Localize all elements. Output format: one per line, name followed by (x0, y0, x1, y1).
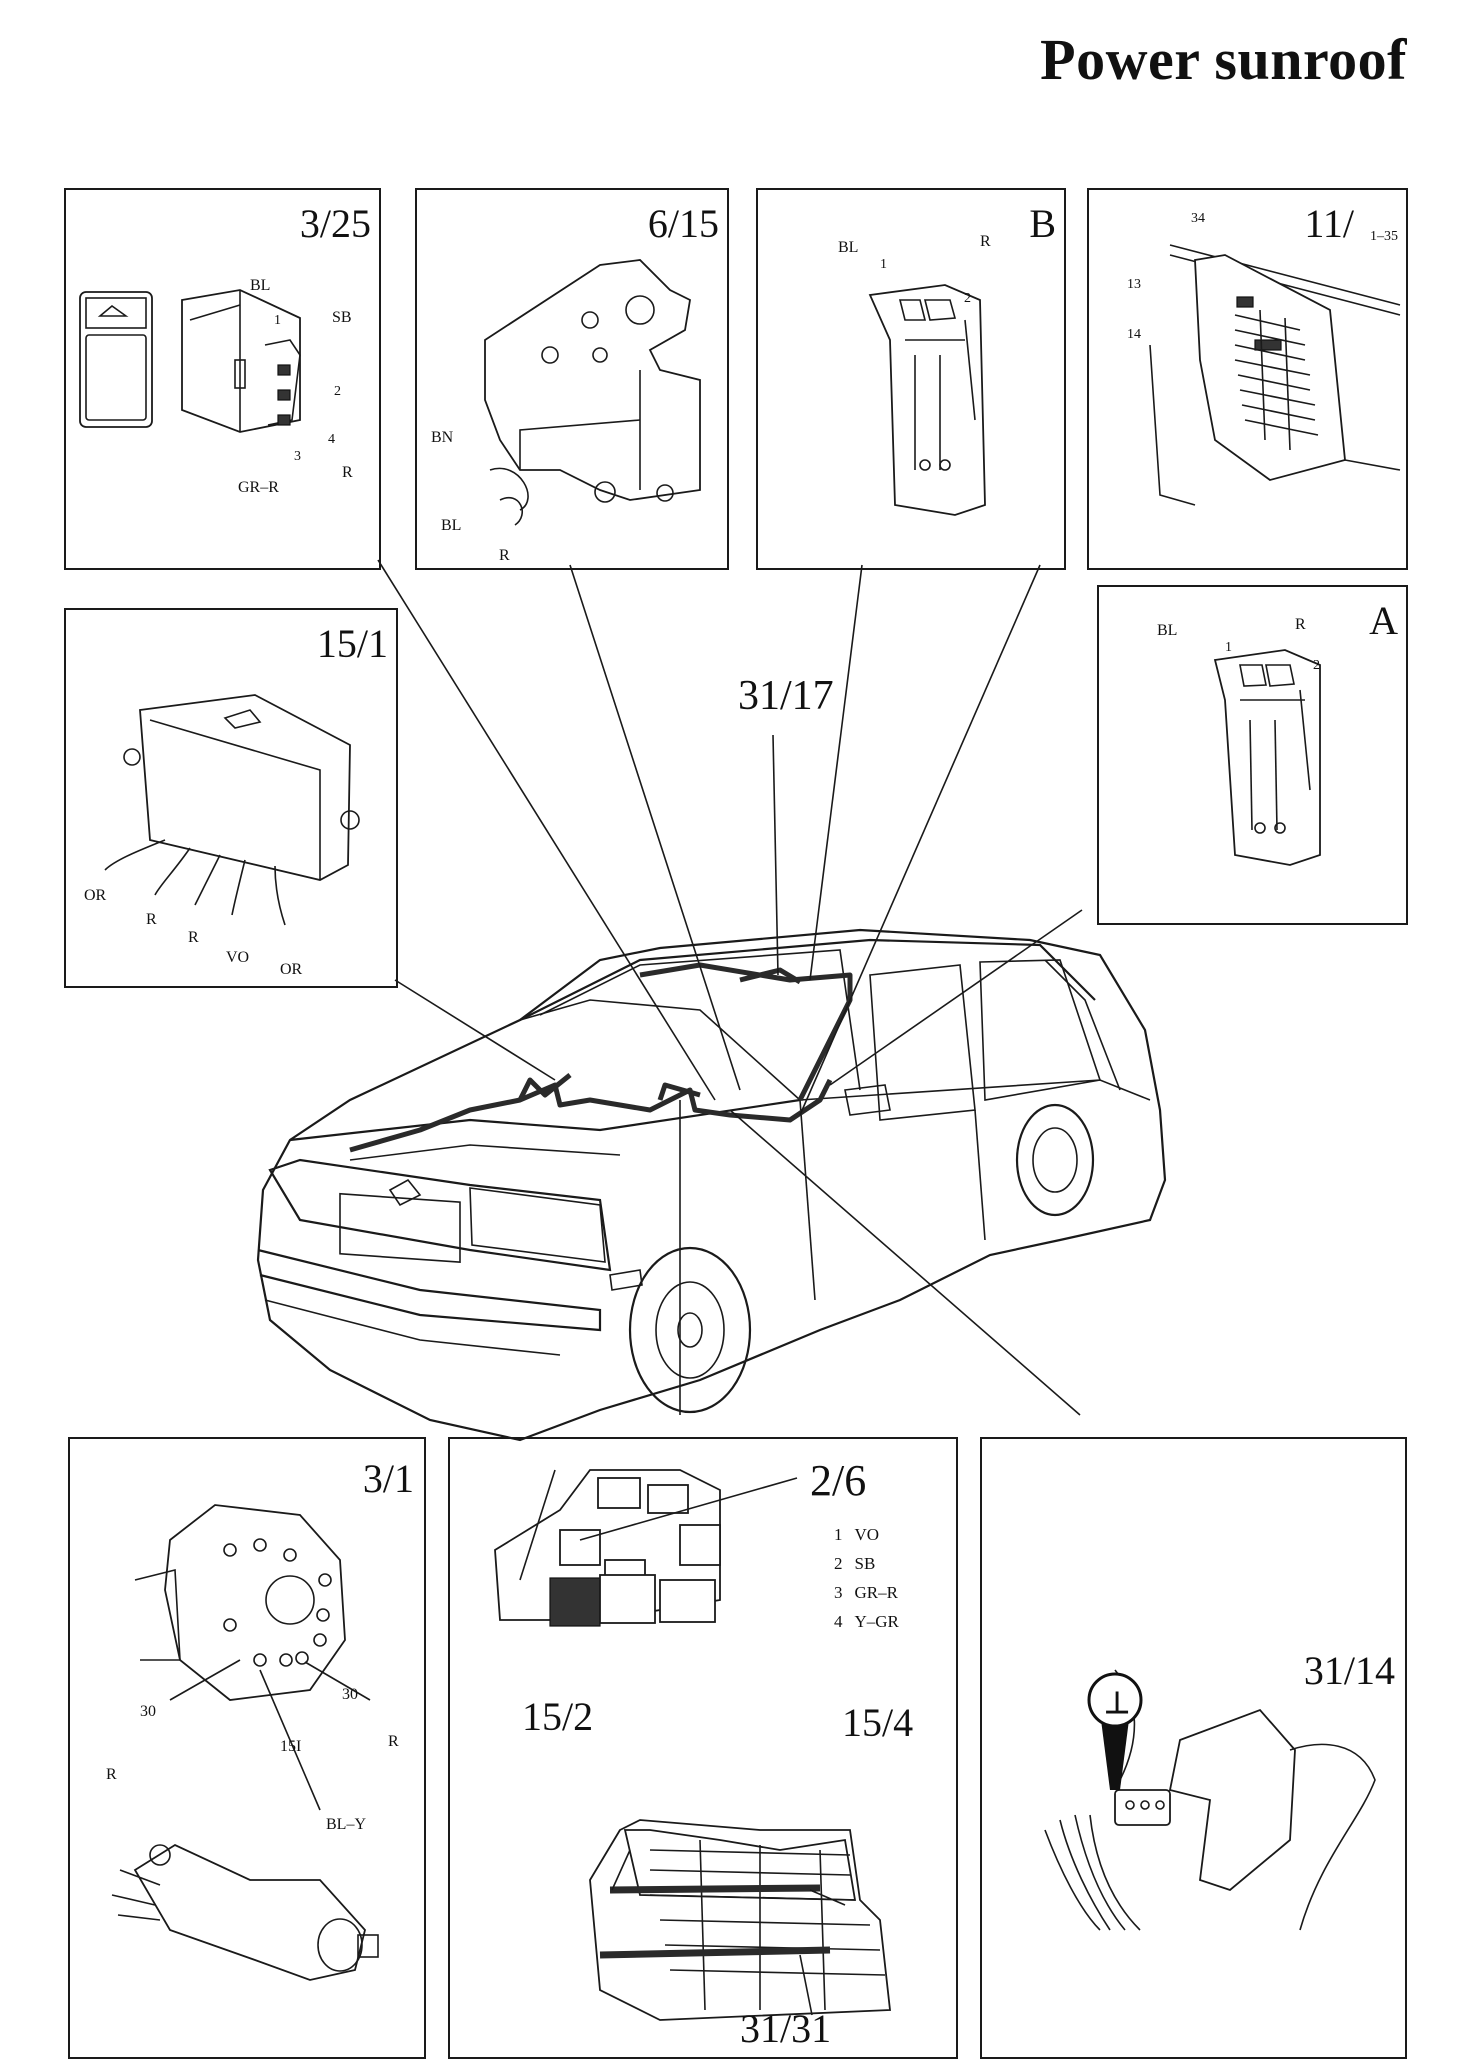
pin-label-2: 2 (334, 384, 341, 399)
pin-label-1: 1 (1225, 640, 1232, 655)
pin-label-4: 4 (328, 432, 335, 447)
panel-31-14: 31/14 ⊥ (980, 1437, 1407, 2059)
panel-id: 6/15 (647, 201, 719, 246)
pin-label-2: 2 (964, 291, 971, 306)
fuse-label-15-4: 15/4 (842, 1700, 914, 1745)
panel-id: B (1029, 201, 1056, 246)
wire-label-bl: BL (441, 517, 462, 534)
pin-label-1: 1 (880, 257, 887, 272)
panel-b: B BL 1 R 2 (756, 188, 1066, 570)
wire-label-r: R (106, 1766, 117, 1783)
fuse-label-13: 13 (1127, 277, 1141, 292)
leader-lines (377, 559, 1083, 1416)
pin-label-2: 2 (1313, 658, 1320, 673)
wire-label-bl: BL (838, 239, 859, 256)
panel-id: 31/14 (1303, 1648, 1395, 1693)
panel-3-25: 3/25 BL 1 SB 2 4 3 R GR–R (64, 188, 381, 570)
wire-label-or: OR (84, 887, 107, 904)
fuse-range-label: 1–35 (1370, 229, 1398, 244)
control-module-illustration (104, 694, 360, 926)
panel-id: A (1369, 598, 1398, 643)
wire-label-bl-y: BL–Y (326, 1816, 366, 1833)
terminal-label-30: 30 (140, 1703, 156, 1720)
ground-point-illustration (1044, 1669, 1376, 1931)
sunroof-motor-illustration (484, 259, 701, 526)
panel-id: 2/6 (810, 1456, 867, 1505)
relay-box-illustration (494, 1469, 892, 2021)
fuse-label-14: 14 (1127, 327, 1141, 342)
wire-label-r: R (1295, 616, 1306, 633)
fuse-label-34: 34 (1191, 211, 1205, 226)
wire-label-r: R (388, 1733, 399, 1750)
pin-label-1: 1 (274, 313, 281, 328)
fuse-box-illustration (1149, 244, 1401, 506)
wire-label-r: R (342, 464, 353, 481)
wire-label-bl: BL (250, 277, 271, 294)
panel-11: 11/ 1–35 34 13 14 (1087, 188, 1408, 570)
ignition-switch-illustration (111, 1504, 379, 1981)
connector-a-illustration (1213, 649, 1321, 866)
panel-6-15: 6/15 BN BL R (415, 188, 729, 570)
panel-a: A BL 1 R 2 (1097, 585, 1408, 925)
wire-label-bl: BL (1157, 622, 1178, 639)
panel-id: 3/1 (362, 1456, 414, 1501)
callout-31-17: 31/17 (738, 673, 834, 719)
wire-label-r: R (980, 233, 991, 250)
terminal-label-15i: 15I (280, 1738, 302, 1755)
car-illustration (256, 928, 1167, 1442)
pin-label-3: 3 (294, 449, 301, 464)
wire-label-r: R (188, 929, 199, 946)
connector-b-illustration (868, 284, 986, 516)
wire-label-or: OR (280, 961, 303, 978)
ground-symbol: ⊥ (1104, 1687, 1131, 1720)
panel-id: 3/25 (299, 201, 371, 246)
wire-label-bn: BN (431, 429, 454, 446)
panel-15-1: 15/1 OR R R VO OR (64, 608, 398, 988)
wire-label-vo: VO (226, 949, 250, 966)
wire-label-sb: SB (332, 309, 352, 326)
wire-label-r: R (146, 911, 157, 928)
panel-id: 15/1 (316, 621, 388, 666)
switch-illustration (79, 289, 301, 433)
fuse-label-31-31: 31/31 (740, 2006, 832, 2051)
page-title: Power sunroof (1040, 27, 1407, 92)
wire-label-gr-r: GR–R (238, 479, 279, 496)
wire-label-r: R (499, 547, 510, 564)
panel-3-1: 3/1 30 R 30 R 15I BL–Y (68, 1437, 426, 2059)
terminal-label-30: 30 (342, 1686, 358, 1703)
panel-id: 11/ (1304, 201, 1354, 246)
fuse-label-15-2: 15/2 (522, 1694, 594, 1739)
